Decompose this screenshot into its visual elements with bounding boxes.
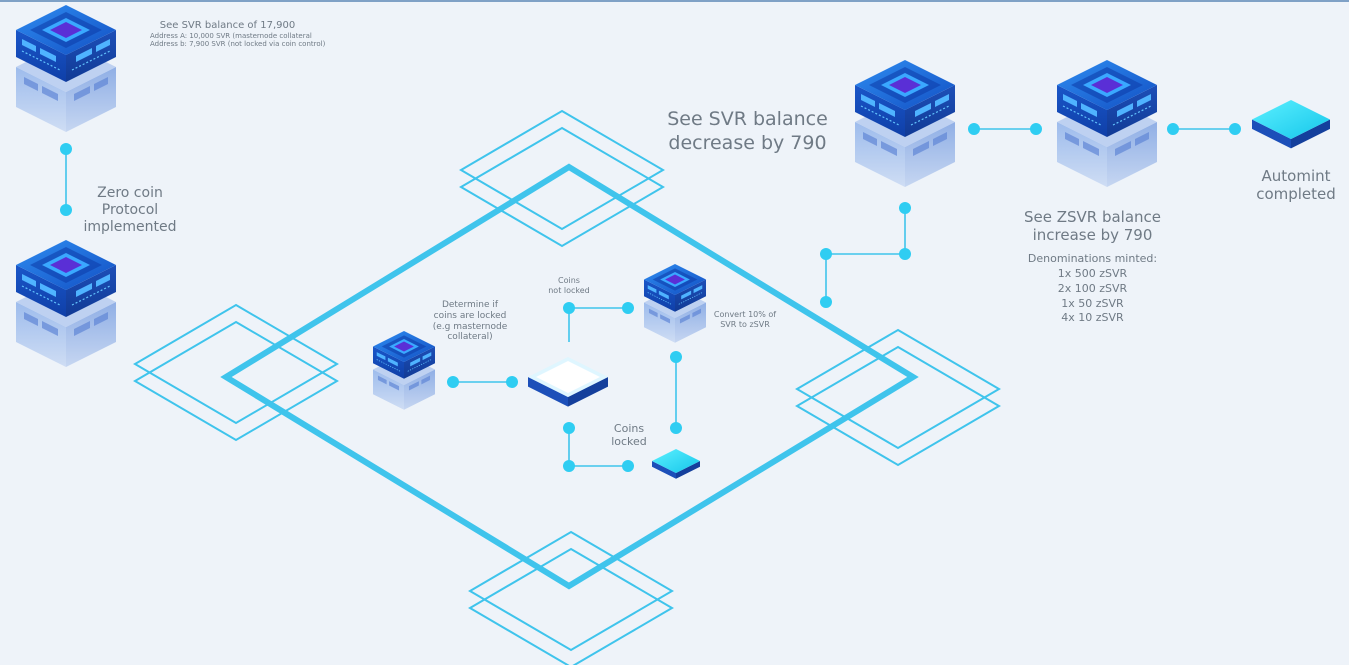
zerocoin-protocol-label: Zero coin Protocol implemented (83, 185, 177, 235)
server-increase-icon (1056, 59, 1158, 188)
server-zerocoin-icon (15, 239, 117, 368)
connector-dots (60, 123, 1241, 472)
automint-chip-icon (1252, 100, 1330, 149)
locked-chip-icon (652, 449, 700, 479)
server-balance-icon (15, 4, 117, 133)
window-top-border (0, 0, 1349, 2)
outer-diamond (220, 163, 919, 590)
convert-label: Convert 10% of SVR to zSVR (713, 310, 777, 329)
server-determine-icon (372, 330, 436, 411)
server-convert-icon (643, 263, 707, 344)
zsvr-increase-label: See ZSVR balance increase by 790 (1023, 208, 1162, 244)
decision-chip-icon (528, 357, 608, 407)
svr-decrease-label: See SVR balance decrease by 790 (667, 108, 828, 154)
denominations-label: Denominations minted: 1x 500 zSVR 2x 100… (1027, 252, 1158, 325)
automint-completed-label: Automint completed (1256, 167, 1336, 203)
determine-locked-label: Determine if coins are locked (e.g maste… (432, 300, 508, 343)
corner-frames (133, 109, 1001, 665)
coins-not-locked-label: Coins not locked (548, 276, 590, 295)
svr-balance-label: See SVR balance of 17,900 Address A: 10,… (150, 20, 326, 49)
coins-locked-label: Coins locked (611, 422, 647, 449)
server-decrease-icon (854, 59, 956, 188)
